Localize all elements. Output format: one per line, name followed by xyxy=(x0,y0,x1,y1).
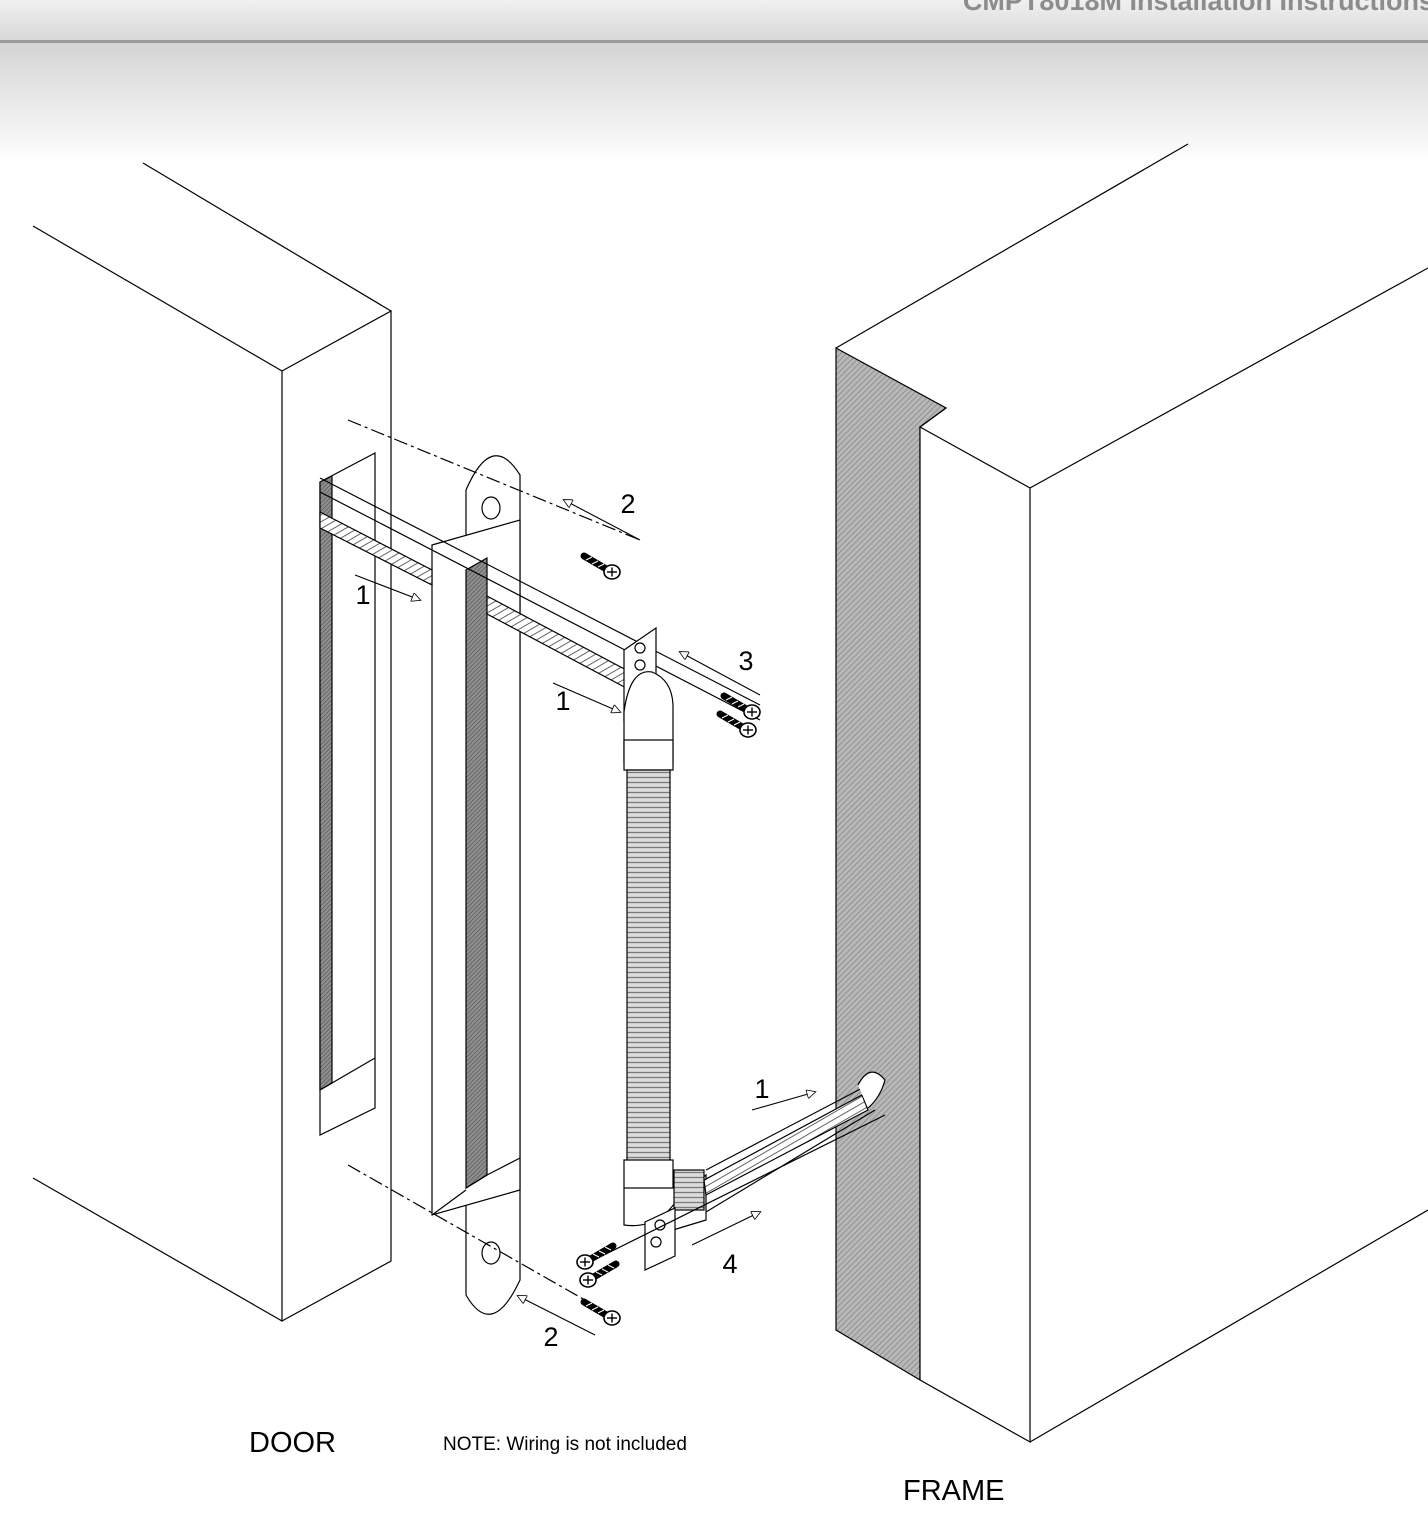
arrow-step1-left xyxy=(354,574,420,600)
mortise-housing xyxy=(431,519,521,1216)
direction-arrows xyxy=(354,500,815,1336)
cable-path xyxy=(319,477,761,721)
wiring-note: NOTE: Wiring is not included xyxy=(443,1434,687,1455)
step1-mid-label: 1 xyxy=(555,686,570,716)
frame-cable xyxy=(589,1071,886,1263)
door-label: DOOR xyxy=(249,1427,336,1459)
step2-bottom-label: 2 xyxy=(543,1322,558,1352)
step2-top-label: 2 xyxy=(620,489,635,519)
arrow-step1-right xyxy=(751,1092,815,1111)
frame-label: FRAME xyxy=(903,1475,1005,1507)
armored-loop xyxy=(623,671,707,1231)
step1-right-label: 1 xyxy=(754,1074,769,1104)
header-title: CMPT8018M Installation Instructions xyxy=(962,0,1428,16)
arrow-step3 xyxy=(680,652,761,696)
step1-left-label: 1 xyxy=(355,580,370,610)
header-shadow xyxy=(0,43,1428,163)
arrow-step4 xyxy=(691,1212,760,1246)
arrow-step2-top xyxy=(564,500,641,541)
arrow-step2-bottom xyxy=(518,1296,596,1336)
arrow-step1-mid xyxy=(552,682,620,712)
frame-block xyxy=(835,143,1428,1444)
header-bar: CMPT8018M Installation Instructions xyxy=(0,0,1428,43)
alignment-lines xyxy=(347,419,641,1321)
step3-label: 3 xyxy=(738,646,753,676)
step4-label: 4 xyxy=(722,1249,737,1279)
door-block xyxy=(32,162,392,1323)
